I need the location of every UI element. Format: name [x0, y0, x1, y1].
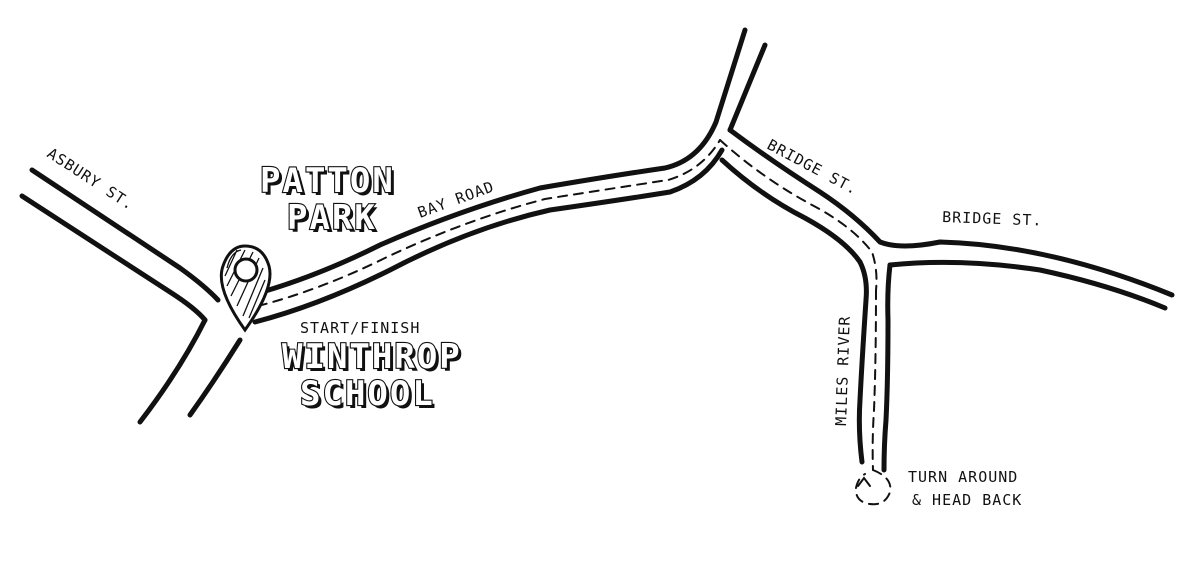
- label-turn-around-line2: & HEAD BACK: [912, 491, 1022, 509]
- label-start-finish: START/FINISH: [300, 319, 420, 337]
- route-dash-bridge: [719, 139, 878, 291]
- label-turn-around-line1: TURN AROUND: [908, 468, 1018, 486]
- route-path: [257, 139, 892, 506]
- map-pin-icon: [219, 244, 272, 333]
- miles-river-road-right-edge: [881, 262, 893, 473]
- svg-text:PARK: PARK: [290, 201, 380, 241]
- label-asbury-st: ASBURY ST.: [44, 144, 138, 214]
- bridge-st-right-lower-edge: [887, 259, 1168, 311]
- asbury-st-road-upper-edge: [29, 167, 221, 303]
- label-miles-river: MILES RIVER: [832, 315, 854, 426]
- svg-text:SCHOOL: SCHOOL: [303, 377, 438, 417]
- lower-road-left-edge: [137, 317, 208, 425]
- asbury-st-road-lower-edge: [19, 193, 208, 323]
- roads: [19, 27, 1175, 473]
- landmark-patton-park: PATTON PATTON PARK PARK: [259, 160, 398, 241]
- lower-road-right-edge: [187, 337, 243, 418]
- landmark-winthrop-school: WINTHROP WINTHROP SCHOOL SCHOOL: [281, 336, 465, 417]
- bridge-st-upper-edge: [727, 127, 1175, 298]
- svg-text:WINTHROP: WINTHROP: [285, 340, 465, 380]
- bridge-st-lower-edge: [719, 157, 863, 265]
- turnaround-loop-icon: [854, 469, 892, 506]
- label-bridge-st-right: BRIDGE ST.: [942, 208, 1043, 229]
- bay-road-upper-edge: [259, 27, 748, 295]
- svg-text:PATTON: PATTON: [263, 164, 398, 204]
- route-dash-bay-road: [257, 139, 721, 307]
- bay-road-lower-edge: [252, 147, 725, 325]
- patton-park-line1: PATTON: [260, 161, 395, 201]
- winthrop-school-line2: SCHOOL: [300, 374, 435, 414]
- winthrop-school-line1: WINTHROP: [282, 337, 462, 377]
- route-dash-miles-river: [871, 289, 877, 471]
- patton-park-line2: PARK: [287, 198, 377, 238]
- miles-river-road-left-edge: [856, 259, 869, 465]
- north-road-right-edge: [727, 42, 768, 133]
